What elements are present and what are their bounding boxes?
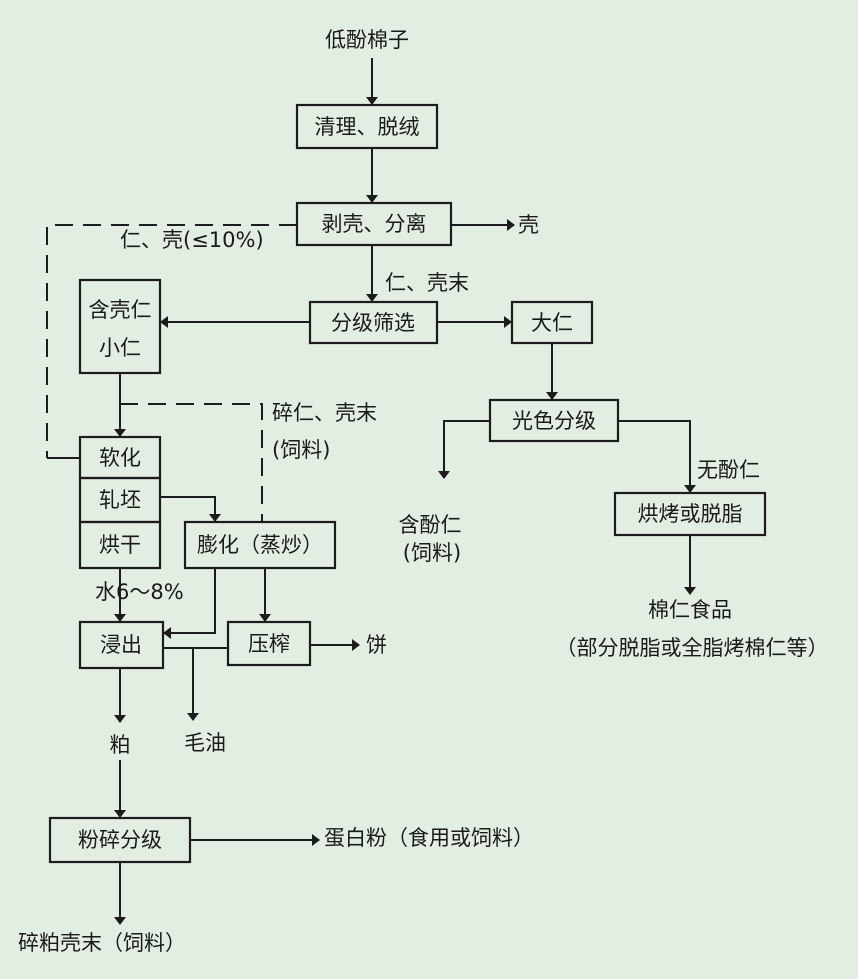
grind-label: 粉碎分级 <box>78 828 162 852</box>
dehull-label: 剥壳、分离 <box>322 212 427 236</box>
crude-oil-label: 毛油 <box>184 731 226 755</box>
arrow <box>438 420 490 479</box>
kernel-hull-fines-label: 仁、壳末 <box>385 271 469 295</box>
expand-label: 膨化（蒸炒） <box>197 533 323 557</box>
gossypol-free-label: 无酚仁 <box>697 458 760 482</box>
small-kernel-label-1: 含壳仁 <box>89 298 152 322</box>
gossypol-kernel-label: 含酚仁 <box>399 513 462 537</box>
soften-label: 软化 <box>99 446 141 470</box>
screen-label: 分级筛选 <box>331 311 415 335</box>
final-product-label: 碎粕壳末（饲料） <box>18 931 186 955</box>
flake-label: 轧坯 <box>99 488 141 512</box>
expand-box <box>183 520 337 570</box>
extract-label: 浸出 <box>100 633 142 657</box>
dry-label: 烘干 <box>99 533 141 557</box>
small-kernel-label-2: 小仁 <box>99 336 141 360</box>
roast-label: 烘烤或脱脂 <box>638 502 743 526</box>
meal-label: 粕 <box>110 733 131 757</box>
arrow <box>160 496 221 522</box>
food-note-label: （部分脱脂或全脂烤棉仁等） <box>556 636 829 660</box>
large-kernel-label: 大仁 <box>531 311 573 335</box>
hull-label: 壳 <box>518 213 539 237</box>
color-grading-label: 光色分级 <box>512 409 596 433</box>
cake-label: 饼 <box>366 633 387 657</box>
extract-box <box>78 620 165 670</box>
food-label: 棉仁食品 <box>648 598 732 622</box>
kernel-hull-limit-label: 仁、壳(≤10%) <box>120 228 264 252</box>
dashed-bypass-line <box>46 224 297 458</box>
arrow <box>618 420 696 493</box>
moisture-label: 水6～8% <box>95 580 184 604</box>
input-label: 低酚棉子 <box>325 28 409 52</box>
clean-label: 清理、脱绒 <box>315 115 420 139</box>
broken-fines-label: 碎仁、壳末 <box>272 401 377 425</box>
press-label: 压榨 <box>248 632 290 656</box>
protein-label: 蛋白粉（食用或饲料） <box>324 826 534 850</box>
press-box <box>226 620 312 667</box>
broken-feed-label: (饲料) <box>272 438 330 462</box>
gossypol-feed-label: (饲料) <box>403 541 461 565</box>
clean-box <box>295 103 439 150</box>
arrow <box>163 568 216 639</box>
dashed-fines-line <box>120 403 263 521</box>
